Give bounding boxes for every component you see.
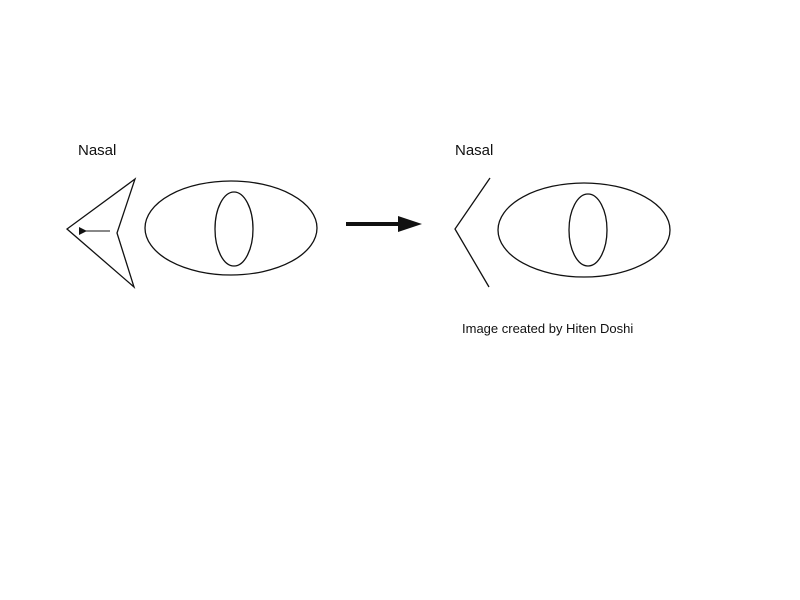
right-nasal-chevron [454,177,491,288]
left-eye-outer-ellipse [144,180,318,276]
right-pupil-ellipse [568,193,608,267]
right-nasal-label: Nasal [455,142,494,159]
right-eye-outer-ellipse [497,182,671,278]
image-credit: Image created by Hiten Doshi [462,321,634,336]
transition-arrow-head [398,216,422,232]
left-nasal-label: Nasal [78,142,117,159]
left-diagram [65,177,318,289]
right-diagram [454,177,671,288]
left-nasal-arrowhead-shape [65,177,137,289]
transition-arrow-group [346,216,422,232]
left-pupil-ellipse [214,191,254,267]
